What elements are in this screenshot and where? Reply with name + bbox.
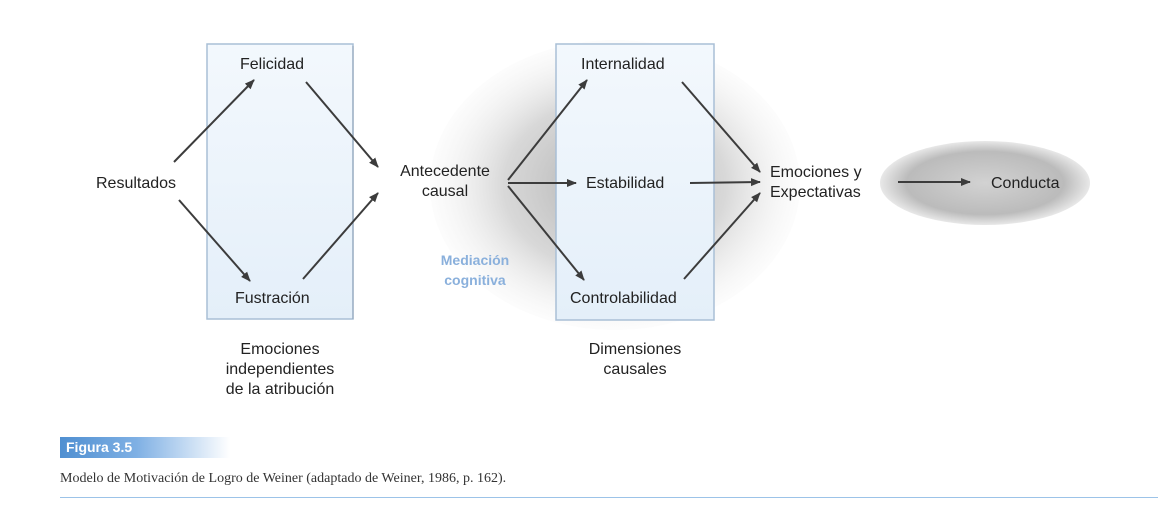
- figure-tag: Figura 3.5: [60, 437, 230, 458]
- mediacion-line1: Mediación: [440, 252, 510, 268]
- arrow-resultados-fustracion: [178, 199, 251, 282]
- node-conducta: Conducta: [991, 175, 1060, 192]
- antecedente-line1: Antecedente: [400, 163, 490, 180]
- node-emociones-expectativas: Emociones y Expectativas: [770, 163, 862, 203]
- group-label-emociones-independientes: Emociones independientes de la atribució…: [200, 340, 360, 400]
- node-estabilidad: Estabilidad: [586, 175, 665, 192]
- arrow-controlabilidad-emociones: [683, 192, 761, 280]
- arrow-resultados-felicidad: [173, 79, 255, 163]
- group-label-line: independientes: [225, 361, 335, 378]
- group-label-line: Dimensiones: [588, 341, 682, 358]
- node-controlabilidad: Controlabilidad: [570, 290, 677, 307]
- emociones-line1: Emociones y: [770, 164, 862, 181]
- caption-rule: [60, 497, 1158, 498]
- figure-tag-label: Figura 3.5: [66, 439, 133, 455]
- node-internalidad: Internalidad: [581, 56, 665, 73]
- group-label-dimensiones-causales: Dimensiones causales: [555, 340, 715, 380]
- antecedente-line2: causal: [421, 183, 469, 200]
- node-resultados: Resultados: [96, 175, 177, 192]
- arrow-antecedente-controlabilidad: [507, 185, 585, 281]
- arrow-estabilidad-emociones: [689, 178, 761, 187]
- node-felicidad: Felicidad: [240, 56, 305, 73]
- node-fustracion: Fustración: [235, 290, 310, 307]
- arrow-felicidad-antecedente: [305, 81, 379, 168]
- mediacion-line2: cognitiva: [444, 272, 506, 288]
- mediacion-cognitiva-label: Mediación cognitiva: [420, 250, 530, 290]
- emotions-box: [206, 43, 354, 320]
- arrow-internalidad-emociones: [681, 81, 761, 173]
- conducta-ellipse: [880, 141, 1090, 225]
- group-label-line: de la atribución: [225, 381, 335, 398]
- arrow-antecedente-internalidad: [507, 79, 588, 181]
- emociones-line2: Expectativas: [770, 184, 861, 201]
- figure-caption: Modelo de Motivación de Logro de Weiner …: [60, 471, 507, 486]
- node-antecedente-causal: Antecedente causal: [385, 162, 505, 202]
- group-label-line: causales: [603, 361, 667, 378]
- group-label-line: Emociones: [240, 341, 320, 358]
- arrow-fustracion-antecedente: [302, 192, 379, 280]
